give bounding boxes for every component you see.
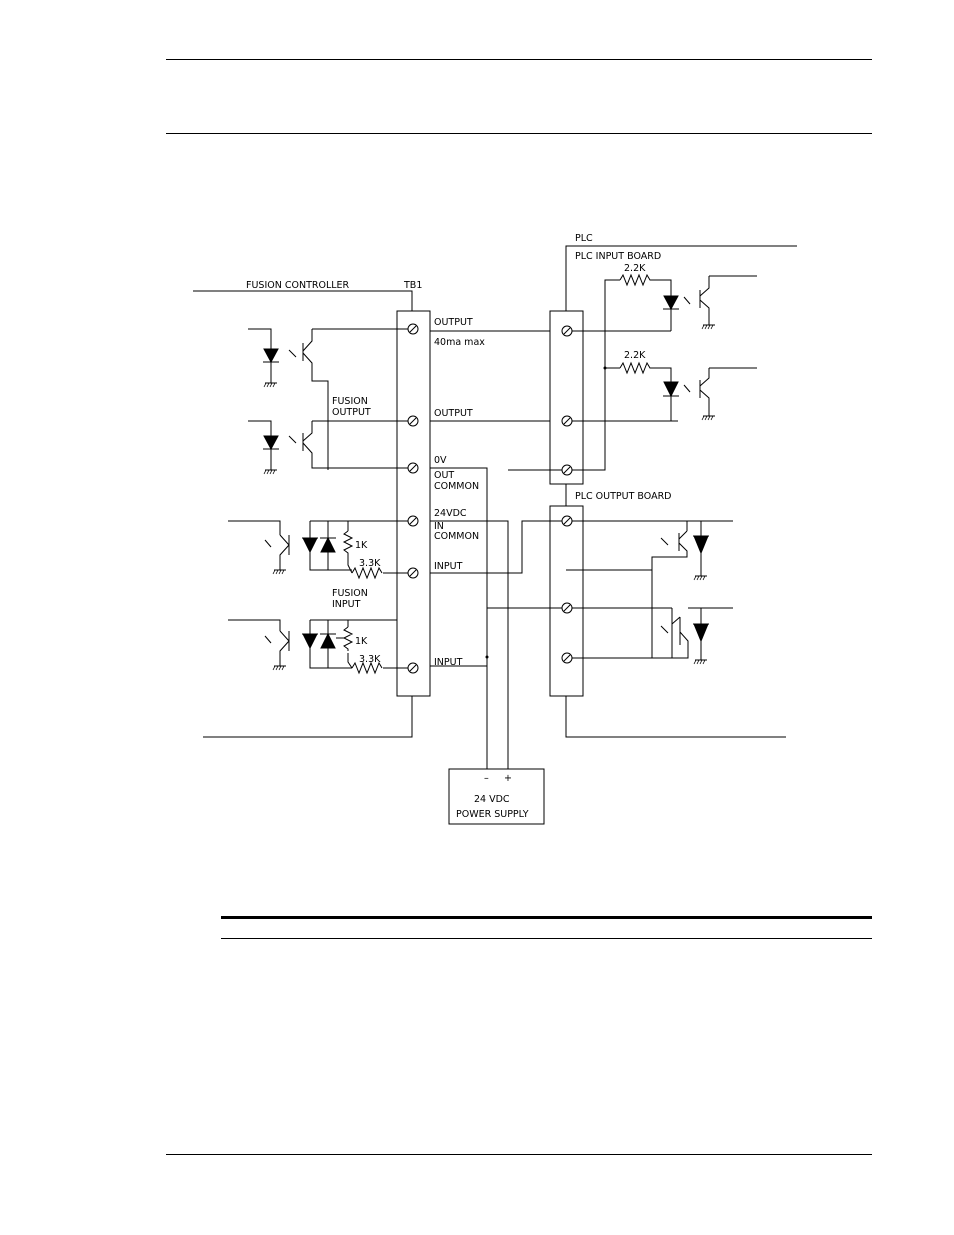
fusion-controller-bottom bbox=[203, 696, 412, 737]
terminal-out-common-1: OUT bbox=[434, 470, 454, 481]
power-supply-line2: POWER SUPPLY bbox=[456, 809, 529, 820]
plc-bottom bbox=[566, 696, 786, 737]
tb1-terminal-block bbox=[397, 311, 430, 696]
terminal-output-2: OUTPUT bbox=[434, 408, 473, 419]
resistor-1k-a-label: 1K bbox=[355, 540, 368, 551]
resistor-2-2k-a-label: 2.2K bbox=[624, 263, 646, 274]
terminal-input-2: INPUT bbox=[434, 657, 463, 668]
terminal-output-1: OUTPUT bbox=[434, 317, 473, 328]
terminal-0v: 0V bbox=[434, 455, 447, 466]
junction-dots bbox=[486, 367, 607, 659]
fusion-controller-outline bbox=[193, 291, 412, 311]
resistor-3-3k-a bbox=[352, 568, 382, 578]
resistor-2-2k-b-label: 2.2K bbox=[624, 350, 646, 361]
resistor-1k-a bbox=[344, 531, 352, 555]
led-symbols bbox=[263, 296, 709, 648]
power-supply-line1: 24 VDC bbox=[474, 794, 510, 805]
power-supply-minus: – bbox=[484, 773, 489, 784]
terminal-max-current: 40ma max bbox=[434, 337, 485, 348]
fusion-input-label-2: INPUT bbox=[332, 599, 361, 610]
resistor-2-2k-a bbox=[620, 275, 654, 285]
fusion-input-label-1: FUSION bbox=[332, 588, 368, 599]
fusion-controller-label: FUSION CONTROLLER bbox=[246, 280, 350, 291]
resistor-1k-b bbox=[336, 627, 352, 651]
terminal-24vdc: 24VDC bbox=[434, 508, 467, 519]
power-supply-plus: + bbox=[504, 773, 512, 784]
fusion-output-label-2: OUTPUT bbox=[332, 407, 371, 418]
tb1-label: TB1 bbox=[403, 280, 422, 291]
plc-screws bbox=[562, 326, 572, 663]
plc-output-terminal-block bbox=[550, 506, 583, 696]
resistor-3-3k-b-label: 3.3K bbox=[359, 654, 381, 665]
opto-light-arrows bbox=[265, 297, 690, 643]
terminal-in-common-2: COMMON bbox=[434, 531, 479, 542]
resistor-3-3k-a-label: 3.3K bbox=[359, 558, 381, 569]
terminal-input-1: INPUT bbox=[434, 561, 463, 572]
resistor-2-2k-b bbox=[620, 363, 654, 373]
plc-label: PLC bbox=[575, 233, 593, 244]
plc-output-board-label: PLC OUTPUT BOARD bbox=[575, 491, 672, 502]
fusion-output-label-1: FUSION bbox=[332, 396, 368, 407]
plc-input-board-label: PLC INPUT BOARD bbox=[575, 251, 661, 262]
plc-input-terminal-block bbox=[550, 311, 583, 484]
resistor-1k-b-label: 1K bbox=[355, 636, 368, 647]
tb1-screws bbox=[408, 324, 418, 673]
terminal-out-common-2: COMMON bbox=[434, 481, 479, 492]
